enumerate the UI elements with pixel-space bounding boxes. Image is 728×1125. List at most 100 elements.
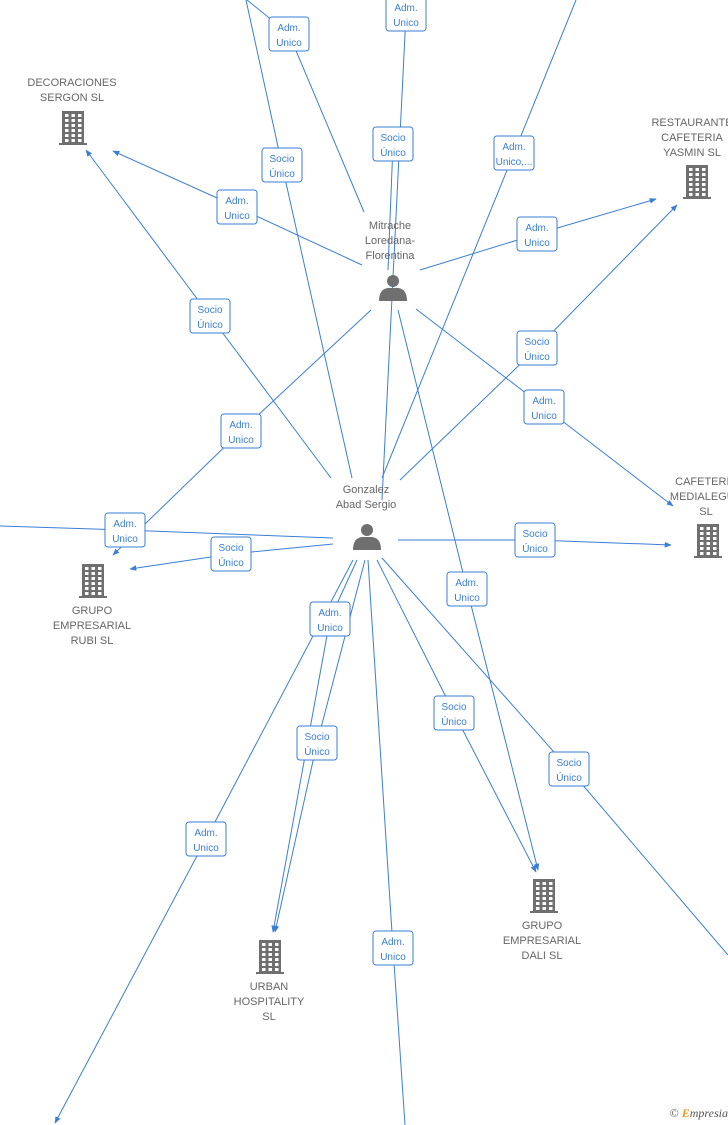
building-window bbox=[549, 882, 553, 885]
building-window bbox=[268, 948, 272, 951]
building-window bbox=[78, 139, 82, 142]
person-icon bbox=[379, 275, 407, 301]
edge-label-box bbox=[216, 189, 258, 225]
edge-label-box bbox=[372, 930, 414, 966]
edge-label-text: Adm. bbox=[113, 519, 136, 530]
building-window bbox=[706, 527, 710, 530]
building-window bbox=[91, 582, 95, 585]
edge-label[interactable]: Adm. Unico bbox=[268, 16, 310, 52]
nodes-layer: MitracheLoredana-FlorentinaGonzalezAbad … bbox=[27, 77, 728, 1023]
building-window bbox=[713, 547, 717, 550]
edge-label-text: Adm. bbox=[525, 223, 548, 234]
building-window bbox=[542, 892, 546, 895]
edge-label-box bbox=[210, 536, 252, 572]
node-label-line: RUBI SL bbox=[71, 635, 114, 647]
building-window bbox=[275, 963, 279, 966]
building-icon bbox=[79, 564, 107, 598]
building-window bbox=[700, 532, 704, 535]
building-window bbox=[275, 948, 279, 951]
building-window bbox=[268, 958, 272, 961]
building-window bbox=[65, 139, 69, 142]
building-window bbox=[689, 193, 693, 196]
node-label-line: EMPRESARIAL bbox=[53, 620, 131, 632]
building-window bbox=[85, 577, 89, 580]
building-window bbox=[85, 567, 89, 570]
edge-label[interactable]: Adm.Unico bbox=[523, 389, 565, 425]
node-cafeteria_medialegua[interactable]: CAFETERIAMEDIALEGUASL bbox=[670, 476, 728, 558]
building-window bbox=[78, 114, 82, 117]
building-window bbox=[542, 887, 546, 890]
edge-label[interactable]: Adm.Unico bbox=[446, 571, 488, 607]
node-decoraciones[interactable]: DECORACIONES SERGON SL bbox=[27, 77, 117, 145]
edge-label[interactable]: Adm.Unico bbox=[220, 413, 262, 449]
edge-label[interactable]: Adm.Unico bbox=[216, 189, 258, 225]
edge-label[interactable]: Adm.Unico,... bbox=[493, 135, 535, 171]
edge-label[interactable]: Adm.Unico bbox=[372, 930, 414, 966]
node-label-line: MEDIALEGUA bbox=[670, 491, 728, 503]
building-window bbox=[65, 134, 69, 137]
edge-line bbox=[245, 0, 353, 479]
edge-label[interactable]: Adm.Unico bbox=[385, 0, 427, 32]
building-window bbox=[713, 552, 717, 555]
node-label-line: DECORACIONES bbox=[27, 77, 116, 89]
edge-label-text: Unico bbox=[276, 38, 302, 49]
edge-label-box bbox=[516, 330, 558, 366]
building-window bbox=[98, 587, 102, 590]
edge-line bbox=[387, 143, 394, 271]
node-label-line: DALI SL bbox=[522, 950, 563, 962]
node-label-line: GRUPO bbox=[522, 920, 563, 932]
building-window bbox=[91, 572, 95, 575]
building-window bbox=[536, 882, 540, 885]
building-window bbox=[268, 968, 272, 971]
edge-label-text: Adm. bbox=[277, 23, 300, 34]
building-window bbox=[85, 572, 89, 575]
building-window bbox=[71, 139, 75, 142]
building-window bbox=[71, 134, 75, 137]
edge-label-text: Adm. bbox=[502, 142, 525, 153]
person-head bbox=[361, 524, 373, 536]
edge-label[interactable]: Adm.Unico bbox=[309, 601, 351, 637]
building-window bbox=[275, 968, 279, 971]
node-label-line: EMPRESARIAL bbox=[503, 935, 581, 947]
edge-label[interactable]: Adm.Unico bbox=[104, 512, 146, 548]
edge-label-box bbox=[261, 147, 303, 183]
building-window bbox=[706, 542, 710, 545]
footer-brand[interactable]: © Empresia bbox=[670, 1106, 728, 1121]
node-label-line: Mitrache bbox=[369, 220, 411, 232]
building-window bbox=[98, 582, 102, 585]
building-window bbox=[275, 958, 279, 961]
edge-label-text: Adm. bbox=[394, 3, 417, 14]
building-window bbox=[542, 907, 546, 910]
building-window bbox=[549, 892, 553, 895]
building-window bbox=[700, 547, 704, 550]
edge-label-box bbox=[309, 601, 351, 637]
building-window bbox=[268, 943, 272, 946]
edge-label-box bbox=[385, 0, 427, 32]
edge-label-box bbox=[104, 512, 146, 548]
person-body bbox=[353, 537, 381, 550]
building-window bbox=[262, 948, 266, 951]
node-grupo_dali[interactable]: GRUPO EMPRESARIAL DALI SL bbox=[503, 879, 581, 962]
edge-label[interactable]: Adm.Unico bbox=[185, 821, 227, 857]
edge-label-text: Socio bbox=[524, 337, 549, 348]
edge-label-text: Unico bbox=[224, 211, 250, 222]
edge-label[interactable]: Adm.Unico bbox=[516, 216, 558, 252]
node-label-line: SERGON SL bbox=[40, 92, 104, 104]
building-window bbox=[262, 958, 266, 961]
